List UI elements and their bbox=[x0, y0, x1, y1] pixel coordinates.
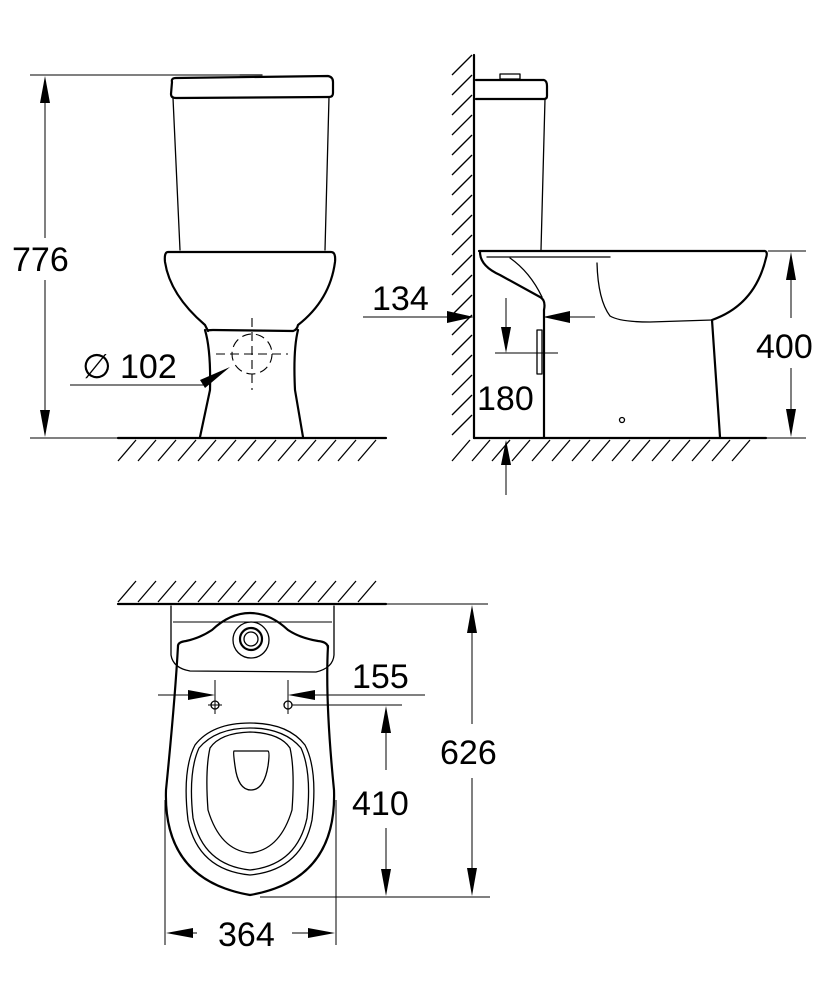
arrow-up-icon bbox=[786, 252, 796, 280]
dim-fixing-spacing: 155 bbox=[352, 658, 409, 696]
dim-total-height: 776 bbox=[12, 241, 69, 279]
arrow-up-icon bbox=[381, 706, 391, 733]
top-view: 155 410 626 364 bbox=[116, 580, 497, 954]
flush-button-outer bbox=[232, 621, 270, 659]
cistern-lid bbox=[474, 78, 549, 101]
bowl bbox=[163, 250, 337, 333]
arrow-down-icon bbox=[381, 869, 391, 896]
arrow-up-icon bbox=[467, 605, 477, 633]
outlet-spigot bbox=[536, 329, 543, 375]
bowl-outline bbox=[477, 249, 768, 439]
wall-hatch bbox=[117, 580, 377, 603]
seat-opening bbox=[206, 731, 294, 854]
cistern-lid-contour bbox=[176, 611, 330, 650]
seat-outer bbox=[185, 722, 315, 876]
flush-button-inner bbox=[243, 631, 259, 647]
bowl-outline bbox=[164, 644, 336, 897]
dim-outlet-height: 180 bbox=[477, 380, 534, 418]
pedestal bbox=[198, 328, 305, 439]
cistern-lid bbox=[169, 74, 335, 100]
arrow-down-icon bbox=[501, 327, 511, 353]
floor-hatch bbox=[451, 439, 751, 462]
arrow-up-icon bbox=[40, 76, 50, 103]
wall-hatch bbox=[451, 54, 473, 436]
flush-button bbox=[499, 73, 521, 80]
lid-handle bbox=[233, 750, 270, 791]
leader-arrow-icon bbox=[200, 367, 230, 388]
arrow-right-icon bbox=[308, 928, 335, 938]
arrow-right-icon bbox=[447, 311, 474, 323]
side-view: 134 180 400 bbox=[363, 53, 813, 495]
dim-total-depth: 626 bbox=[440, 734, 497, 772]
arrow-down-icon bbox=[467, 868, 477, 896]
seat-outer-inner bbox=[190, 727, 310, 871]
dim-outlet-diameter-symbol: ∅ bbox=[82, 348, 112, 386]
flush-button-ring bbox=[238, 626, 264, 652]
arrow-left-icon bbox=[166, 928, 193, 938]
arrow-right-icon bbox=[188, 690, 215, 700]
dim-width: 364 bbox=[218, 916, 275, 954]
trap-inner bbox=[509, 257, 543, 298]
cistern-outline bbox=[170, 605, 335, 673]
dim-outlet-diameter: 102 bbox=[120, 348, 177, 386]
cistern-body bbox=[172, 96, 330, 251]
front-view: 776 ∅ 102 bbox=[12, 74, 388, 462]
trap-outline bbox=[478, 250, 546, 439]
arrow-up-icon bbox=[501, 440, 511, 465]
dim-fixing-to-front: 410 bbox=[352, 785, 409, 823]
cistern-back bbox=[540, 98, 546, 251]
fixing-hole bbox=[618, 416, 626, 424]
floor-hatch bbox=[117, 439, 377, 462]
arrow-left-icon bbox=[288, 690, 315, 700]
arrow-left-icon bbox=[543, 311, 570, 323]
bowl-inner bbox=[596, 262, 713, 323]
arrow-down-icon bbox=[786, 409, 796, 437]
dim-bowl-height: 400 bbox=[756, 328, 813, 366]
dim-wall-to-outlet: 134 bbox=[372, 280, 429, 318]
arrow-down-icon bbox=[40, 410, 50, 437]
